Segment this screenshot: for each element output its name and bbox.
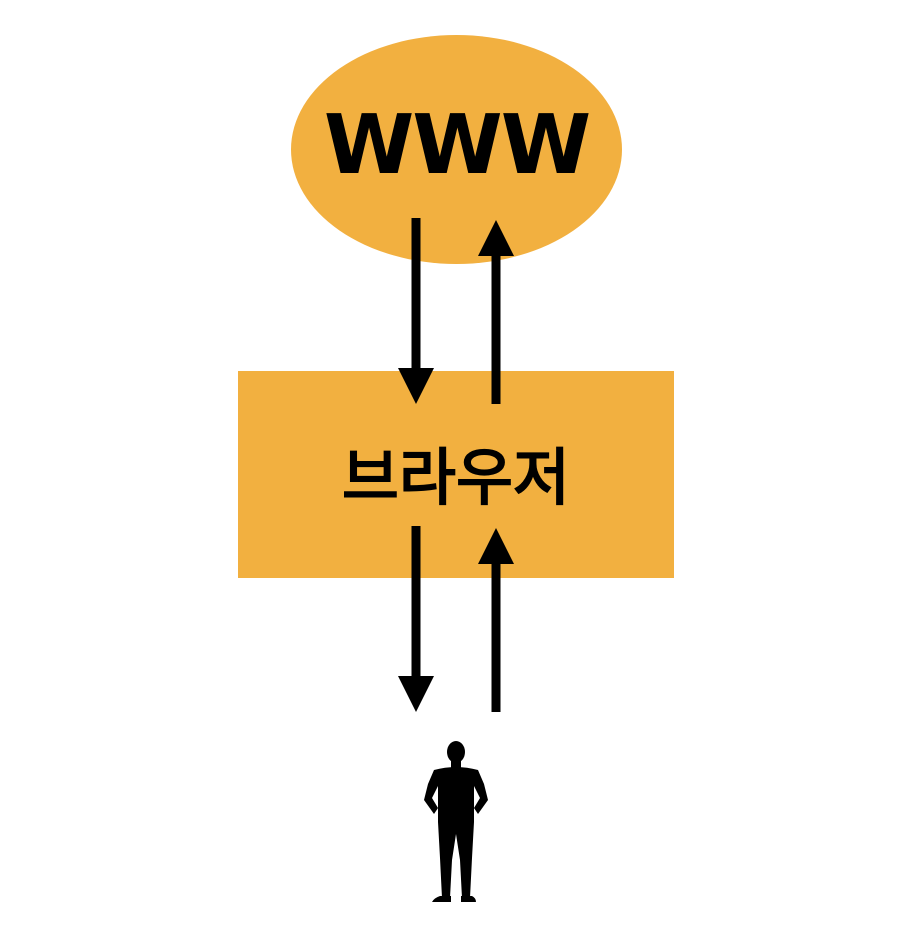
- person-silhouette-icon: [424, 741, 488, 902]
- www-label: WWW: [323, 98, 591, 193]
- browser-box: 브라우저: [238, 371, 674, 578]
- arrow-browser-to-user: [398, 526, 434, 712]
- arrow-user-to-browser: [478, 528, 514, 712]
- arrow-www-to-browser: [398, 218, 434, 404]
- browser-label: 브라우저: [341, 440, 571, 514]
- arrow-browser-to-www: [478, 220, 514, 404]
- www-ellipse: WWW: [291, 35, 622, 264]
